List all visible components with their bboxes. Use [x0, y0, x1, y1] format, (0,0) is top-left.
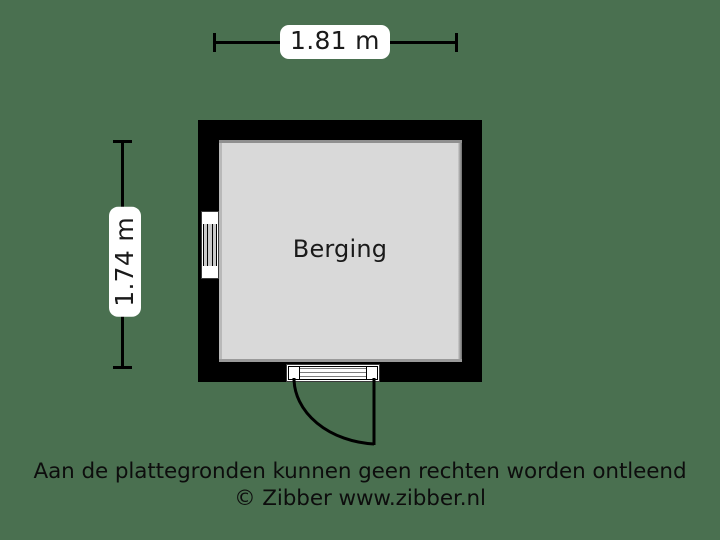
wall-inner-edge-top [219, 140, 462, 143]
dimension-tick-width-left [213, 33, 216, 52]
dimension-tick-width-right [455, 33, 458, 52]
door-panel-icon [300, 366, 366, 380]
room-label-berging: Berging [292, 235, 388, 263]
dimension-tick-height-top [113, 140, 132, 143]
room-floor-berging [222, 143, 458, 359]
dimension-tick-height-bottom [113, 366, 132, 369]
dimension-label-width: 1.81 m [280, 25, 390, 59]
window-pane-left-wall [203, 224, 217, 266]
wall-inner-edge-right [458, 143, 462, 359]
footer-disclaimer: Aan de plattegronden kunnen geen rechten… [0, 458, 720, 512]
door-swing-arc-icon [292, 378, 376, 446]
door-jamb-right [366, 366, 378, 380]
wall-inner-edge-left [219, 143, 222, 359]
window-mullion-icon-a [207, 224, 208, 266]
window-mullion-icon-b [212, 224, 213, 266]
dimension-label-height: 1.74 m [109, 207, 141, 317]
footer-disclaimer-line-1: Aan de plattegronden kunnen geen rechten… [33, 459, 687, 484]
footer-disclaimer-line-2: © Zibber www.zibber.nl [234, 486, 486, 511]
wall-inner-edge-bottom [219, 359, 462, 362]
